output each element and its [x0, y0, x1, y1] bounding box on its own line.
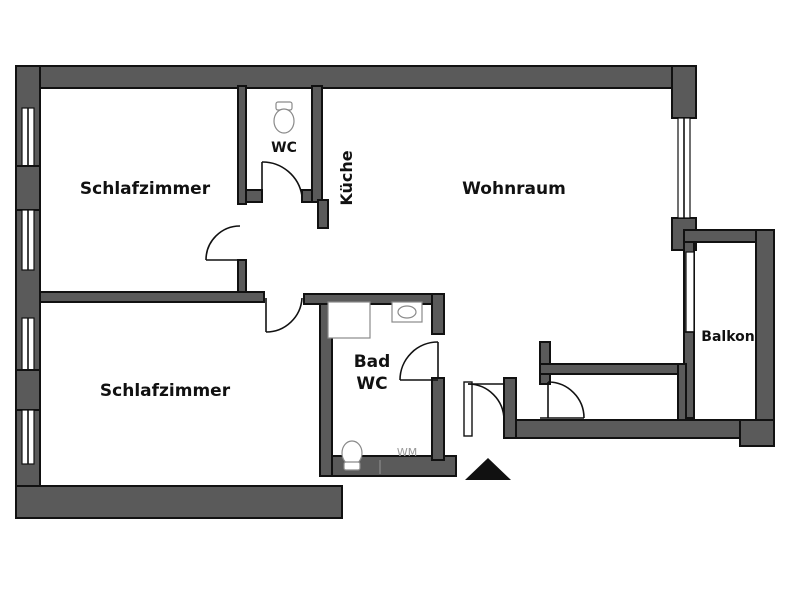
wall-wc-kitchen — [311, 85, 323, 203]
door-entrance — [463, 381, 505, 437]
windows — [15, 107, 695, 465]
bath-right-wall-lower — [431, 377, 445, 461]
bath-top-wall — [303, 293, 445, 305]
door-wc — [261, 161, 303, 197]
room-labels: Schlafzimmer WC Küche Wohnraum Schlafzim… — [80, 140, 755, 459]
balcony-door-glass — [685, 251, 695, 333]
label-bath-wc: WC — [356, 374, 387, 394]
balcony-bottom-wall — [739, 419, 775, 447]
bath-right-wall-upper — [431, 293, 445, 335]
doors — [205, 161, 694, 437]
window-pier-2 — [15, 369, 41, 411]
door-storage — [540, 381, 585, 419]
label-balcony: Balkon — [701, 329, 754, 345]
entry-right-post — [503, 377, 517, 439]
exterior-walls — [15, 65, 775, 519]
sink-icon — [391, 301, 423, 323]
entrance-arrow-icon — [465, 458, 511, 480]
shower-icon — [327, 301, 371, 339]
label-kitchen: Küche — [337, 150, 356, 205]
toilet-bath-icon — [341, 440, 363, 471]
label-living-room: Wohnraum — [462, 179, 566, 199]
wall-bedroom-hall-stub — [237, 259, 247, 297]
right-wall-upper — [671, 65, 697, 119]
balcony-right-wall — [755, 229, 775, 447]
kitchen-lower-stub — [317, 199, 329, 229]
window-pier-1 — [15, 165, 41, 211]
label-bath: Bad — [354, 352, 391, 372]
bottom-wall-bedroom — [15, 485, 343, 519]
label-bedroom-bottom: Schlafzimmer — [100, 381, 231, 401]
top-wall — [15, 65, 697, 89]
door-bath — [399, 341, 439, 381]
storage-right-wall — [677, 363, 687, 421]
bottom-wall-right — [511, 419, 757, 439]
fixtures — [273, 101, 423, 474]
wall-between-bedrooms — [39, 291, 265, 303]
label-washer: WM — [397, 446, 417, 459]
interior-walls — [39, 85, 687, 461]
entrance-jamb — [463, 381, 473, 437]
door-bedroom-bottom — [265, 297, 303, 333]
label-bedroom-top: Schlafzimmer — [80, 179, 211, 199]
wall-bedroom-wc — [237, 85, 247, 205]
storage-top-wall — [539, 363, 685, 375]
door-bedroom-top — [205, 225, 241, 261]
wc-bottom-left-stub — [245, 189, 263, 203]
label-wc-small: WC — [271, 140, 297, 156]
toilet-icon — [273, 101, 295, 134]
